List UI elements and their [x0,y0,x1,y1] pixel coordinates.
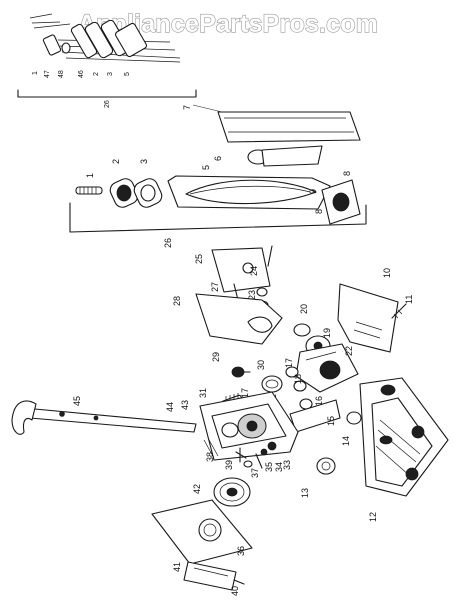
callout-14: 14 [341,436,351,446]
callout-8: 8 [342,171,352,176]
part-24-screw [267,245,273,267]
callout-28: 28 [172,296,182,306]
part-36-bottom-plate [151,499,253,565]
inset-callout-5: 5 [124,72,131,76]
part-33-bolt [267,441,277,451]
inset-callout-1: 1 [32,71,39,75]
callout-30: 30 [256,360,266,370]
part-20-seal [293,323,311,337]
callout-27: 27 [210,282,220,292]
callout-26: 26 [163,238,173,248]
part-5-inner-bag [167,175,331,210]
callout-17: 17 [284,358,294,368]
callout-11: 11 [404,295,414,304]
callout-9: 9 [308,189,318,194]
callout-45: 45 [72,396,82,406]
callout-38: 38 [205,452,215,462]
part-12-nozzle-base [359,377,449,497]
callout-37: 37 [250,468,260,478]
part-25-cover-plate [211,247,271,293]
callout-40: 40 [230,586,240,596]
callout-5: 5 [201,165,211,170]
part-6-bag-clamp [247,145,323,167]
callout-43: 43 [180,400,190,410]
callout-35: 35 [264,462,274,472]
callout-34: 34 [274,462,284,472]
inset-bag-housing [115,22,147,58]
part-37-pin [255,453,263,469]
inset-filter-assembly [17,13,197,98]
part-1-spring [75,186,103,195]
part-38-clip [235,447,247,463]
part-2-filter-cap [109,178,139,208]
callout-19: 19 [322,328,332,338]
part-7-outer-bag [217,111,361,143]
part-29-knob [231,366,251,378]
part-14-wheel [346,411,362,425]
callout-2: 2 [111,159,121,164]
callout-13: 13 [300,488,310,498]
inset-callout-3: 3 [107,72,114,76]
inset-small-clip [61,42,71,54]
callout-29: 29 [211,352,221,362]
inset-callout-47: 47 [44,70,51,78]
callout-17-lower: 17 [240,388,250,398]
part-45-handle [11,400,197,435]
part-34-nut [260,448,268,456]
inset-bracket [17,89,197,98]
part-42-rear-wheel [213,477,251,507]
inset-callout-26: 26 [104,100,111,108]
inset-callout-2: 2 [93,72,100,76]
callout-25: 25 [194,254,204,264]
part-39-washer [243,460,253,468]
part-17-bearing [285,366,299,378]
part-main-housing [199,391,299,461]
callout-12: 12 [368,512,378,522]
callout-20: 20 [299,304,309,314]
callout-24: 24 [249,266,259,276]
bracket-26 [69,202,367,233]
part-40-screw [233,579,245,585]
part-18-pulley [293,380,307,392]
part-30-belt-ring [261,375,283,393]
part-3-filter-ring [133,178,163,208]
callout-33: 33 [282,460,292,470]
part-41-brush-strip [183,561,237,591]
inset-callout-46: 46 [78,70,85,78]
callout-10: 10 [382,268,392,278]
callout-7: 7 [182,105,192,110]
callout-6: 6 [213,156,223,161]
part-13-brush-disc [316,457,336,475]
callout-23: 23 [247,290,257,300]
callout-15: 15 [326,416,336,426]
part-23-washer [256,287,268,297]
callout-41: 41 [172,562,182,572]
part-10-hood [337,283,399,353]
inset-filter-cover [84,21,114,59]
callout-36: 36 [236,546,246,556]
callout-39: 39 [224,460,234,470]
part-28-mounting-plate [195,293,283,345]
callout-16: 16 [314,396,324,406]
callout-3: 3 [139,159,149,164]
callout-44: 44 [165,402,175,412]
part-8-bag-mount [321,179,361,225]
part-11-screw [391,303,407,319]
callout-18: 18 [293,374,303,384]
callout-8-lower: 8 [314,209,324,214]
callout-1: 1 [85,173,95,178]
callout-31: 31 [198,388,208,398]
inset-callout-48: 48 [58,70,65,78]
callout-42: 42 [192,484,202,494]
callout-22: 22 [344,346,354,356]
inset-filter-disc [42,34,62,56]
